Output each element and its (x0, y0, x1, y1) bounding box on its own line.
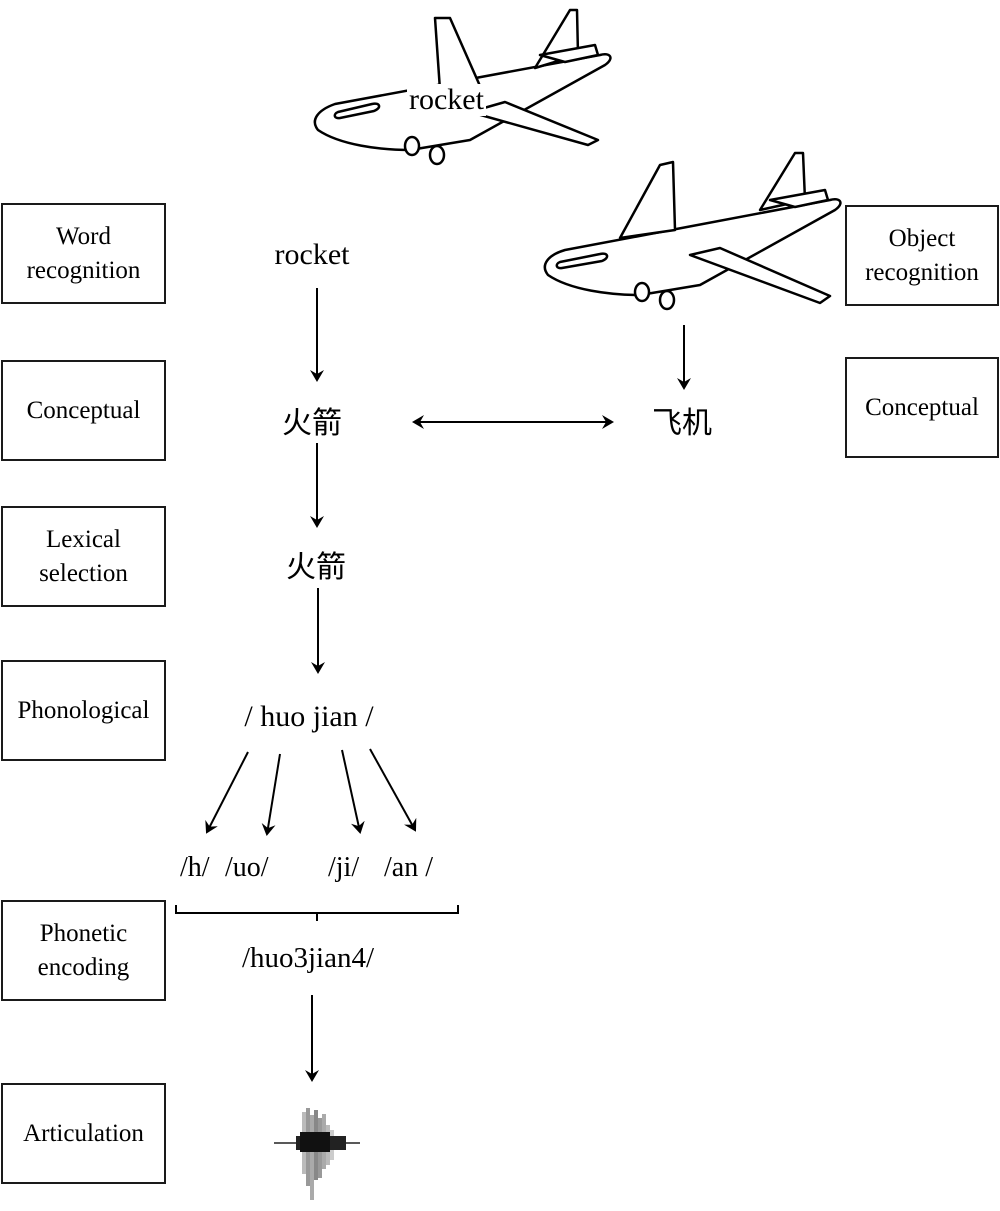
arrow-phon-to-ji (341, 749, 365, 834)
stage-label: Conceptual (865, 393, 979, 421)
stage-conceptual-left: Conceptual (1, 360, 166, 461)
stage-label: Lexical selection (39, 525, 128, 587)
stage-articulation: Articulation (1, 1083, 166, 1184)
stage-label: Word recognition (26, 222, 141, 284)
stage-label: Phonetic encoding (37, 919, 130, 981)
segment-an: /an / (384, 852, 433, 883)
airplane-icon-object (543, 151, 842, 311)
node-word: rocket (274, 238, 350, 271)
node-lexical: 火箭 (286, 550, 346, 585)
arrow-phon-to-h (205, 751, 249, 834)
segment-h: /h/ (180, 852, 210, 883)
node-concept-distractor: 飞机 (652, 406, 712, 441)
stage-phonological: Phonological (1, 660, 166, 761)
stage-object-recognition: Object recognition (845, 205, 999, 306)
stage-label: Phonological (17, 696, 150, 724)
stage-phonetic-encoding: Phonetic encoding (1, 900, 166, 1001)
node-phonetic: /huo3jian4/ (241, 942, 375, 974)
segment-uo: /uo/ (225, 852, 269, 883)
stimulus-overlaid-word: rocket (407, 83, 486, 116)
stage-word-recognition: Word recognition (1, 203, 166, 304)
segments-brace (175, 905, 459, 921)
stage-conceptual-right: Conceptual (845, 357, 999, 458)
arrow-phon-to-an (369, 748, 417, 832)
stage-label: Object recognition (865, 224, 979, 286)
stage-label: Articulation (23, 1119, 144, 1147)
arrow-phon-to-uo (261, 753, 281, 836)
node-phonological: / huo jian / (244, 700, 374, 733)
speech-waveform-icon (274, 1108, 360, 1200)
stage-lexical-selection: Lexical selection (1, 506, 166, 607)
segment-ji: /ji/ (328, 852, 360, 883)
node-concept-target: 火箭 (282, 406, 342, 441)
stage-label: Conceptual (26, 396, 141, 424)
